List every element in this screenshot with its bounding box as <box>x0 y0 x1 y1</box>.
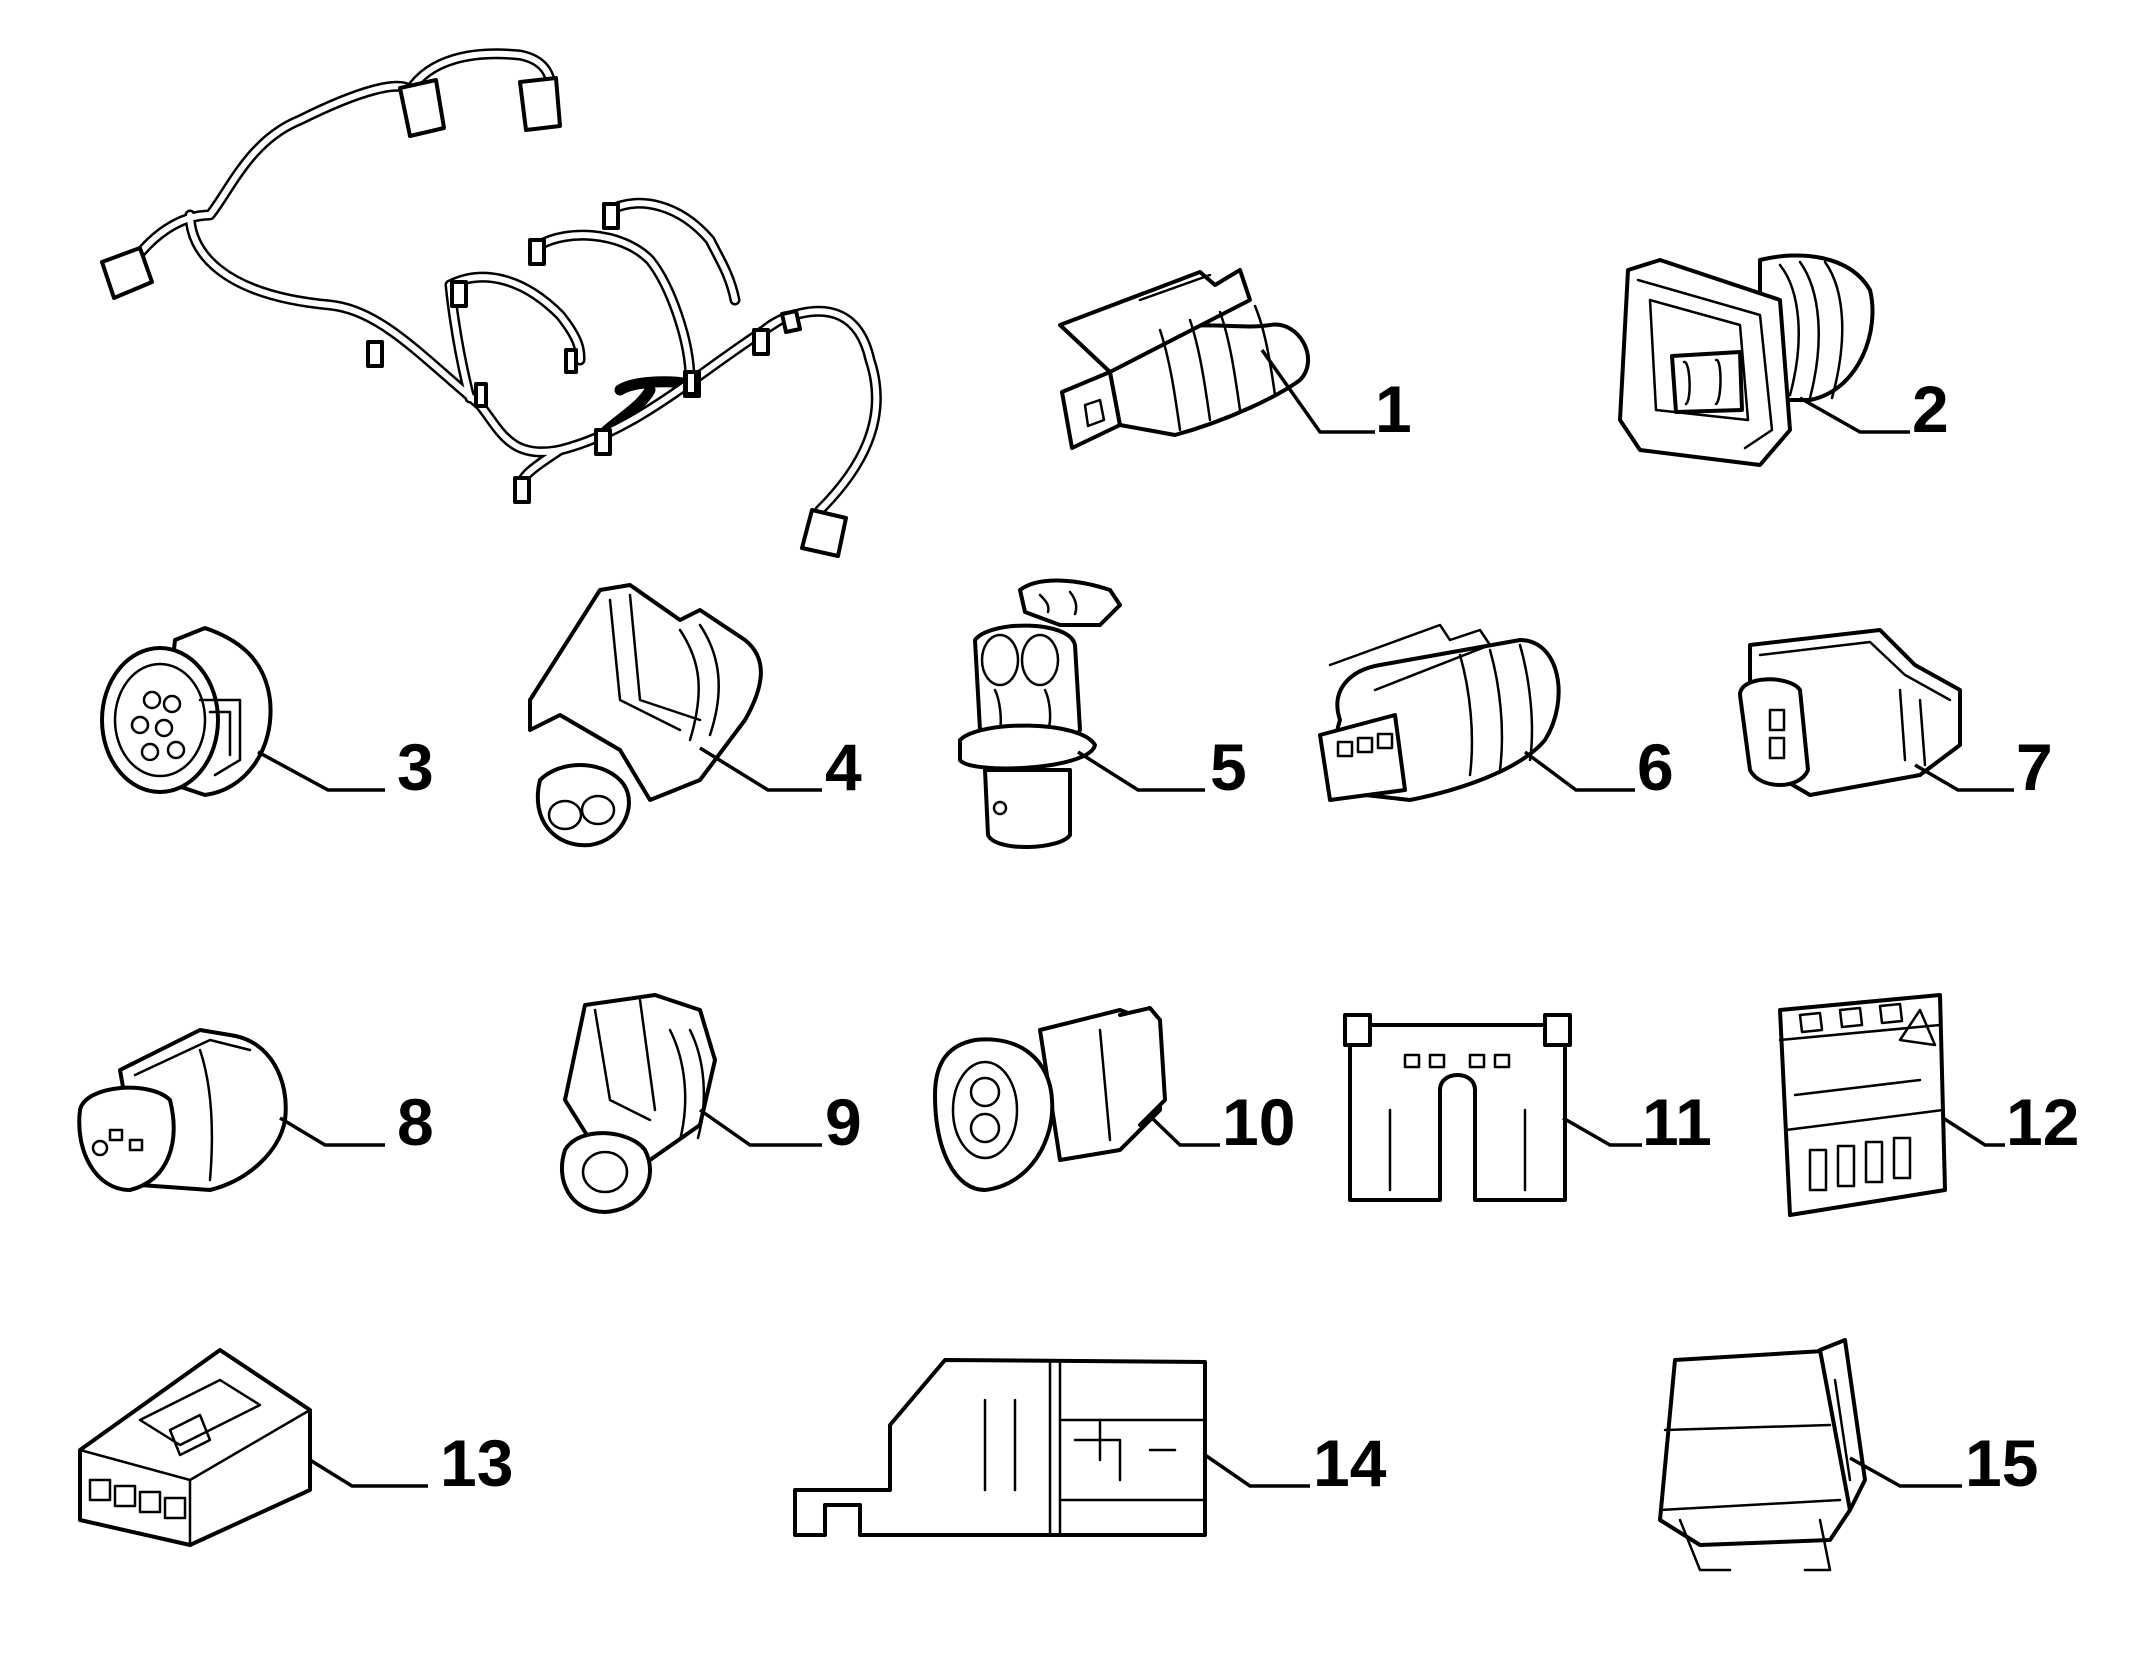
connector-4 <box>528 583 763 848</box>
callout-14: 14 <box>1313 1426 1387 1500</box>
leader-lines <box>257 348 2014 1488</box>
connector-14 <box>793 1358 1207 1537</box>
leader-5 <box>1077 750 1205 792</box>
leader-11 <box>1562 1116 1642 1147</box>
callout-3: 3 <box>397 730 434 804</box>
connector-12 <box>1778 993 1947 1217</box>
connector-6 <box>1318 623 1561 802</box>
callout-4: 4 <box>825 730 862 804</box>
leader-2 <box>1799 396 1910 434</box>
connector-5 <box>958 578 1122 849</box>
leader-1 <box>1260 348 1375 434</box>
callout-labels: 1 2 3 4 5 6 7 8 9 10 11 12 13 14 15 <box>397 372 2079 1500</box>
leader-4 <box>699 746 822 792</box>
leader-14 <box>1204 1453 1310 1488</box>
connector-10 <box>933 1006 1167 1192</box>
connector-7 <box>1738 628 1962 797</box>
connector-9 <box>559 993 717 1214</box>
callout-6: 6 <box>1637 730 1674 804</box>
callout-7: 7 <box>2016 730 2053 804</box>
connector-1 <box>1058 268 1311 450</box>
connector-8 <box>77 1028 288 1192</box>
callout-1: 1 <box>1375 372 1412 446</box>
leader-7 <box>1914 763 2014 792</box>
connector-3 <box>100 626 273 797</box>
callout-5: 5 <box>1210 730 1247 804</box>
callout-8: 8 <box>397 1085 434 1159</box>
leader-3 <box>257 750 385 792</box>
callout-2: 2 <box>1912 372 1949 446</box>
connector-15 <box>1658 1338 1867 1572</box>
connector-13 <box>78 1348 312 1547</box>
leader-10 <box>1150 1116 1220 1147</box>
wiring-harness <box>100 48 882 558</box>
callout-15: 15 <box>1965 1426 2038 1500</box>
leader-13 <box>309 1458 428 1488</box>
leader-6 <box>1523 750 1635 792</box>
leader-12 <box>1942 1116 2005 1147</box>
leader-8 <box>279 1116 385 1147</box>
callout-13: 13 <box>440 1426 513 1500</box>
callout-12: 12 <box>2006 1085 2079 1159</box>
callout-11: 11 <box>1642 1085 1712 1159</box>
leader-9 <box>698 1108 822 1147</box>
connector-2 <box>1618 253 1875 467</box>
callout-9: 9 <box>825 1085 862 1159</box>
callout-10: 10 <box>1222 1085 1295 1159</box>
leader-15 <box>1849 1456 1962 1488</box>
connector-11 <box>1343 1013 1572 1202</box>
